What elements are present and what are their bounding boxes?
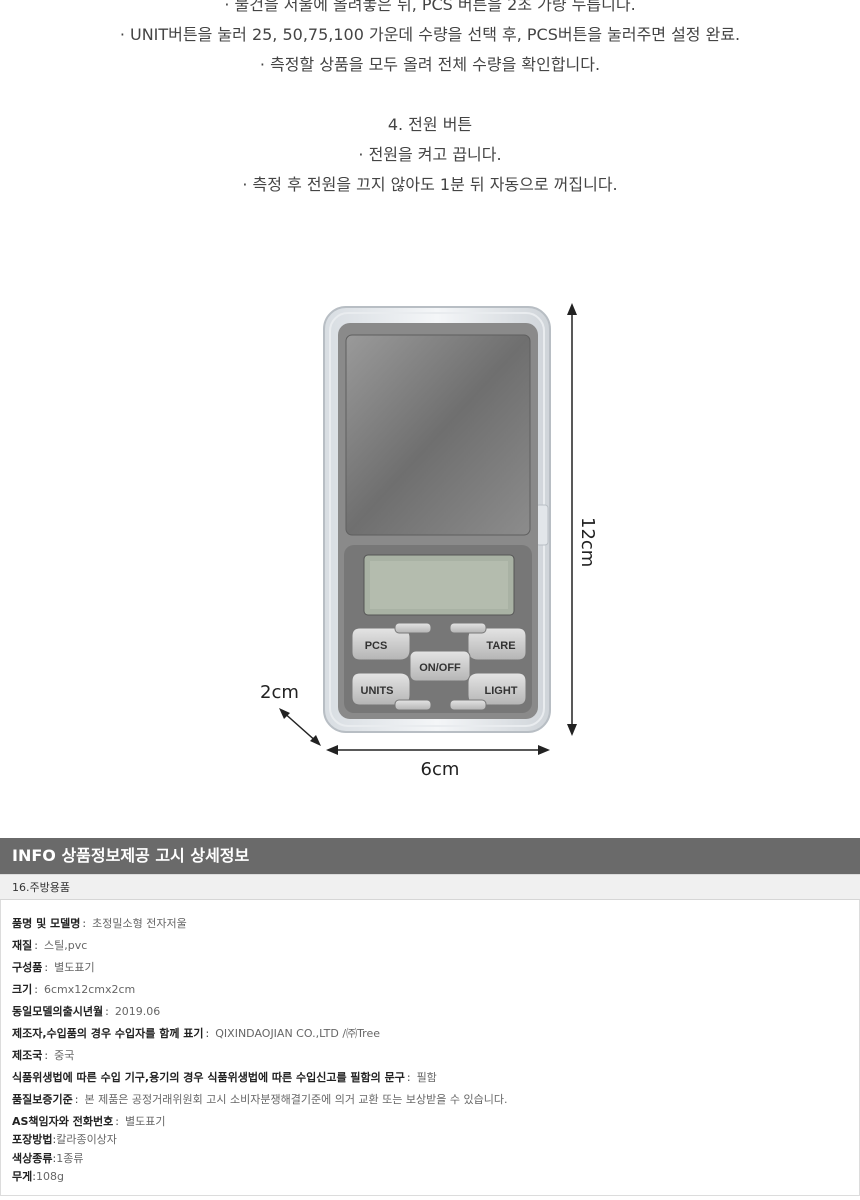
pcs-button: PCS — [351, 627, 411, 661]
tare-button: TARE — [467, 627, 527, 661]
info-row: 구성품:별도표기 — [12, 961, 95, 974]
width-label: 6cm — [421, 759, 460, 780]
product-image: PCS TARE ON/OFF UNITS LIGHT 12cm 6cm 2cm — [260, 303, 598, 780]
units-label: UNITS — [361, 685, 394, 697]
instruction-line: · 물건을 저울에 올려놓은 뒤, PCS 버튼을 2초 가량 누릅니다. — [224, 0, 636, 14]
instruction-line: · 측정 후 전원을 끄지 않아도 1분 뒤 자동으로 꺼집니다. — [242, 175, 618, 194]
onoff-label: ON/OFF — [419, 662, 461, 674]
info-row: 크기:6cmx12cmx2cm — [12, 983, 136, 996]
info-row: 제조국:중국 — [12, 1049, 75, 1062]
tare-label: TARE — [486, 640, 515, 652]
depth-label: 2cm — [260, 682, 299, 703]
info-row: 동일모델의출시년월:2019.06 — [12, 1005, 161, 1018]
weighing-pan — [345, 334, 531, 536]
instruction-line: · 측정할 상품을 모두 올려 전체 수량을 확인합니다. — [259, 55, 601, 74]
info-row: 식품위생법에 따른 수입 기구,용기의 경우 식품위생법에 따른 수입신고를 필… — [12, 1071, 437, 1084]
info-row: 제조자,수입품의 경우 수입자를 함께 표기:QIXINDAOJIAN CO.,… — [12, 1027, 380, 1040]
info-header: INFO 상품정보제공 고시 상세정보 — [0, 838, 860, 874]
info-category: 16.주방용품 — [0, 874, 860, 900]
pcs-label: PCS — [365, 640, 388, 652]
depth-dimension — [279, 708, 321, 746]
height-label: 12cm — [577, 517, 598, 567]
instruction-line: · 전원을 켜고 끕니다. — [358, 145, 502, 164]
section-heading: 4. 전원 버튼 — [387, 115, 473, 134]
info-row: 품질보증기준:본 제품은 공정거래위원회 고시 소비자분쟁해결기준에 의거 교환… — [12, 1093, 508, 1106]
info-row: 포장방법:칼라종이상자 — [12, 1133, 117, 1146]
info-row: 색상종류:1종류 — [12, 1152, 84, 1165]
units-button: UNITS — [351, 672, 411, 706]
info-row: 무게:108g — [12, 1170, 64, 1183]
width-dimension — [326, 745, 550, 755]
height-dimension — [567, 303, 577, 736]
instruction-line: · UNIT버튼을 눌러 25, 50,75,100 가운데 수량을 선택 후,… — [119, 25, 741, 44]
light-button: LIGHT — [467, 672, 527, 706]
info-table — [0, 900, 860, 1196]
info-row: AS책임자와 전화번호:별도표기 — [12, 1115, 166, 1128]
light-label: LIGHT — [485, 685, 518, 697]
info-row: 품명 및 모델명:초정밀소형 전자저울 — [12, 917, 187, 930]
onoff-button: ON/OFF — [409, 650, 471, 682]
info-row: 재질:스틸,pvc — [12, 939, 88, 952]
